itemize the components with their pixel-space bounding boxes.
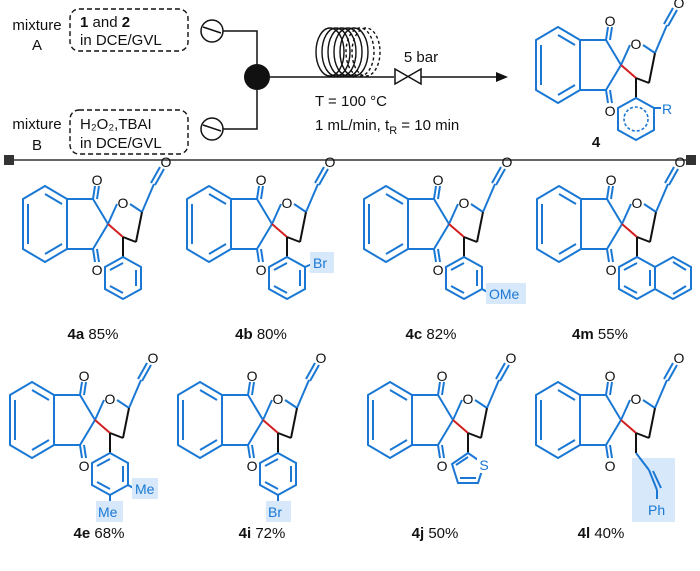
compound-label-4e: 4e 68%	[74, 525, 125, 542]
svg-text:Br: Br	[268, 504, 282, 520]
flow-rate-condition: 1 mL/min, tR = 10 min	[315, 117, 459, 137]
compound-structure-4j: S	[367, 349, 518, 484]
compound-structure-4i: Br	[177, 349, 328, 522]
compound-structure-4c: OMe	[363, 153, 526, 304]
product-structure-4: R	[535, 0, 686, 142]
pump-a-icon	[200, 19, 224, 43]
svg-text:Me: Me	[98, 504, 118, 520]
svg-text:R: R	[662, 101, 672, 117]
mixture-a-label: mixture	[12, 17, 61, 34]
compound-label-4a: 4a 85%	[68, 326, 119, 343]
compound-label-4b: 4b 80%	[235, 326, 287, 343]
mixture-a-letter: A	[32, 37, 42, 54]
arrow-head-icon	[496, 72, 508, 82]
mixture-b-solvent: in DCE/GVL	[80, 135, 162, 152]
pressure-label: 5 bar	[404, 49, 438, 66]
coil-reactor-icon	[315, 27, 381, 77]
compound-structure-4m	[536, 153, 692, 301]
mixture-b-label: mixture	[12, 116, 61, 133]
mixture-b-letter: B	[32, 137, 42, 154]
mixture-a-reagents: 1 and 2	[80, 14, 130, 31]
mixture-b-reagents: H₂O₂,TBAI	[80, 116, 152, 133]
svg-text:S: S	[479, 457, 488, 473]
mixture-b-box	[69, 109, 189, 155]
compound-label-4m: 4m 55%	[572, 326, 628, 343]
compound-label-4c: 4c 82%	[406, 326, 457, 343]
svg-text:Ph: Ph	[648, 502, 665, 518]
svg-text:Me: Me	[135, 481, 155, 497]
compound-structure-4e: Me Me	[9, 349, 160, 522]
section-divider	[4, 155, 696, 165]
product-label: 4	[592, 134, 601, 151]
flow-setup: mixture A 1 and 2 in DCE/GVL mixture B H…	[12, 0, 686, 155]
mixer-icon	[244, 64, 270, 90]
compound-label-4j: 4j 50%	[412, 525, 459, 542]
mixture-a-box	[69, 8, 189, 52]
mixture-a-solvent: in DCE/GVL	[80, 32, 162, 49]
compound-structure-4b: Br	[186, 153, 337, 300]
back-pressure-valve-icon	[394, 67, 422, 86]
compound-label-4i: 4i 72%	[239, 525, 286, 542]
svg-text:Br: Br	[313, 255, 327, 271]
svg-text:OMe: OMe	[489, 286, 520, 302]
compound-label-4l: 4l 40%	[578, 525, 625, 542]
temperature-condition: T = 100 °C	[315, 93, 387, 110]
compound-structure-4a	[22, 153, 173, 300]
pump-b-icon	[200, 117, 224, 141]
compound-structure-4l: Ph	[535, 349, 686, 522]
